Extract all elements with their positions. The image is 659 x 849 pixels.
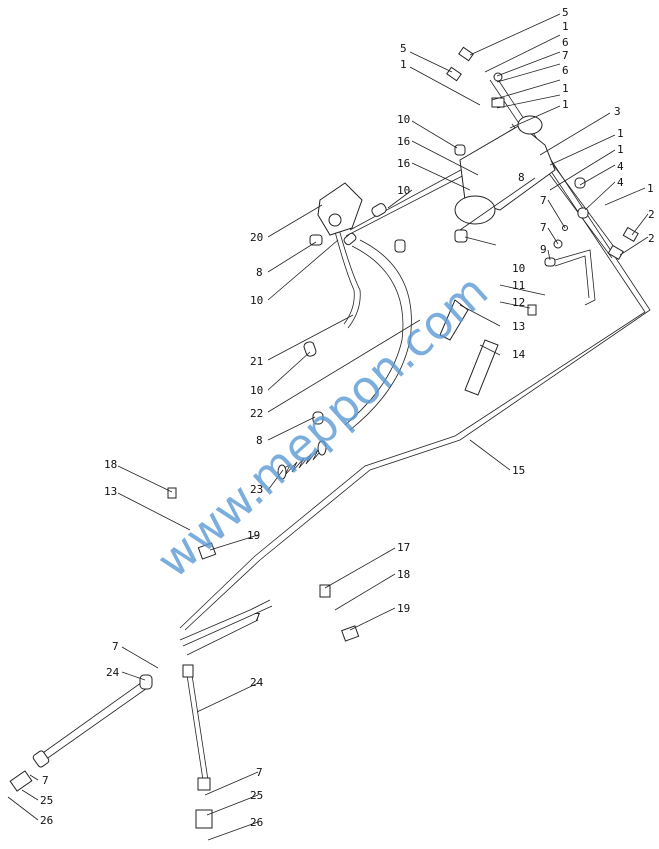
callout-label: 26 [40, 814, 53, 827]
callout-label: 1 [647, 182, 654, 195]
callout-label: 9 [540, 243, 547, 256]
callout-label: 23 [250, 483, 263, 496]
callout-label: 6 [562, 64, 569, 77]
callout-label: 11 [512, 279, 525, 292]
callout-label: 7 [256, 766, 263, 779]
reservoir-20 [317, 182, 363, 236]
callout-label: 16 [397, 157, 410, 170]
callout-label: 25 [250, 789, 263, 802]
callout-label: 8 [518, 171, 525, 184]
callout-label: 1 [617, 143, 624, 156]
callout-label: 8 [256, 266, 263, 279]
callout-label: 7 [562, 49, 569, 62]
pipe-24 [186, 674, 209, 781]
callout-label: 10 [250, 294, 263, 307]
pipe-lower-left [39, 599, 273, 761]
master-cylinder [454, 115, 556, 225]
callout-label: 1 [562, 82, 569, 95]
callout-label: 10 [397, 184, 410, 197]
pipe-9 [554, 249, 596, 306]
callout-label: 20 [250, 231, 263, 244]
callout-label: 10 [250, 384, 263, 397]
callout-label: 1 [617, 127, 624, 140]
callout-label: 18 [104, 458, 117, 471]
callout-label: 25 [40, 794, 53, 807]
callout-label: 3 [614, 105, 621, 118]
callout-label: 6 [562, 36, 569, 49]
watermark: www.meppon.com [146, 264, 498, 588]
callout-label: 8 [256, 434, 263, 447]
callout-label: 4 [617, 160, 624, 173]
callout-label: 12 [512, 296, 525, 309]
pipe-22 [344, 239, 412, 431]
leader-lines [7, 13, 649, 841]
callout-label: 24 [250, 676, 264, 689]
callout-labels: 5 1 6 7 6 1 1 5 1 3 1 1 4 4 1 2 2 10 16 … [40, 6, 655, 829]
callout-label: 5 [400, 42, 407, 55]
callout-label: 19 [247, 529, 260, 542]
callout-label: 24 [106, 666, 120, 679]
callout-label: 14 [512, 348, 526, 361]
callout-label: 7 [112, 640, 119, 653]
callout-label: 17 [397, 541, 410, 554]
callout-label: 7 [540, 194, 547, 207]
callout-label: 13 [104, 485, 117, 498]
callout-label: 10 [512, 262, 525, 275]
callout-label: 7 [42, 774, 49, 787]
callout-label: 4 [617, 176, 624, 189]
callout-label: 18 [397, 568, 410, 581]
callout-label: 1 [562, 98, 569, 111]
callout-label: 1 [400, 58, 407, 71]
callout-label: 5 [562, 6, 569, 19]
pipe-21 [332, 221, 361, 329]
callout-label: 2 [648, 208, 655, 221]
callout-label: 2 [648, 232, 655, 245]
callout-label: 16 [397, 135, 410, 148]
callout-label: 22 [250, 407, 263, 420]
callout-label: 15 [512, 464, 525, 477]
callout-label: 7 [540, 221, 547, 234]
callout-label: 26 [250, 816, 263, 829]
small-parts [9, 46, 639, 829]
callout-label: 1 [562, 20, 569, 33]
callout-label: 7 [254, 611, 261, 624]
callout-label: 21 [250, 355, 263, 368]
callout-label: 13 [512, 320, 525, 333]
callout-label: 10 [397, 113, 410, 126]
callout-label: 19 [397, 602, 410, 615]
